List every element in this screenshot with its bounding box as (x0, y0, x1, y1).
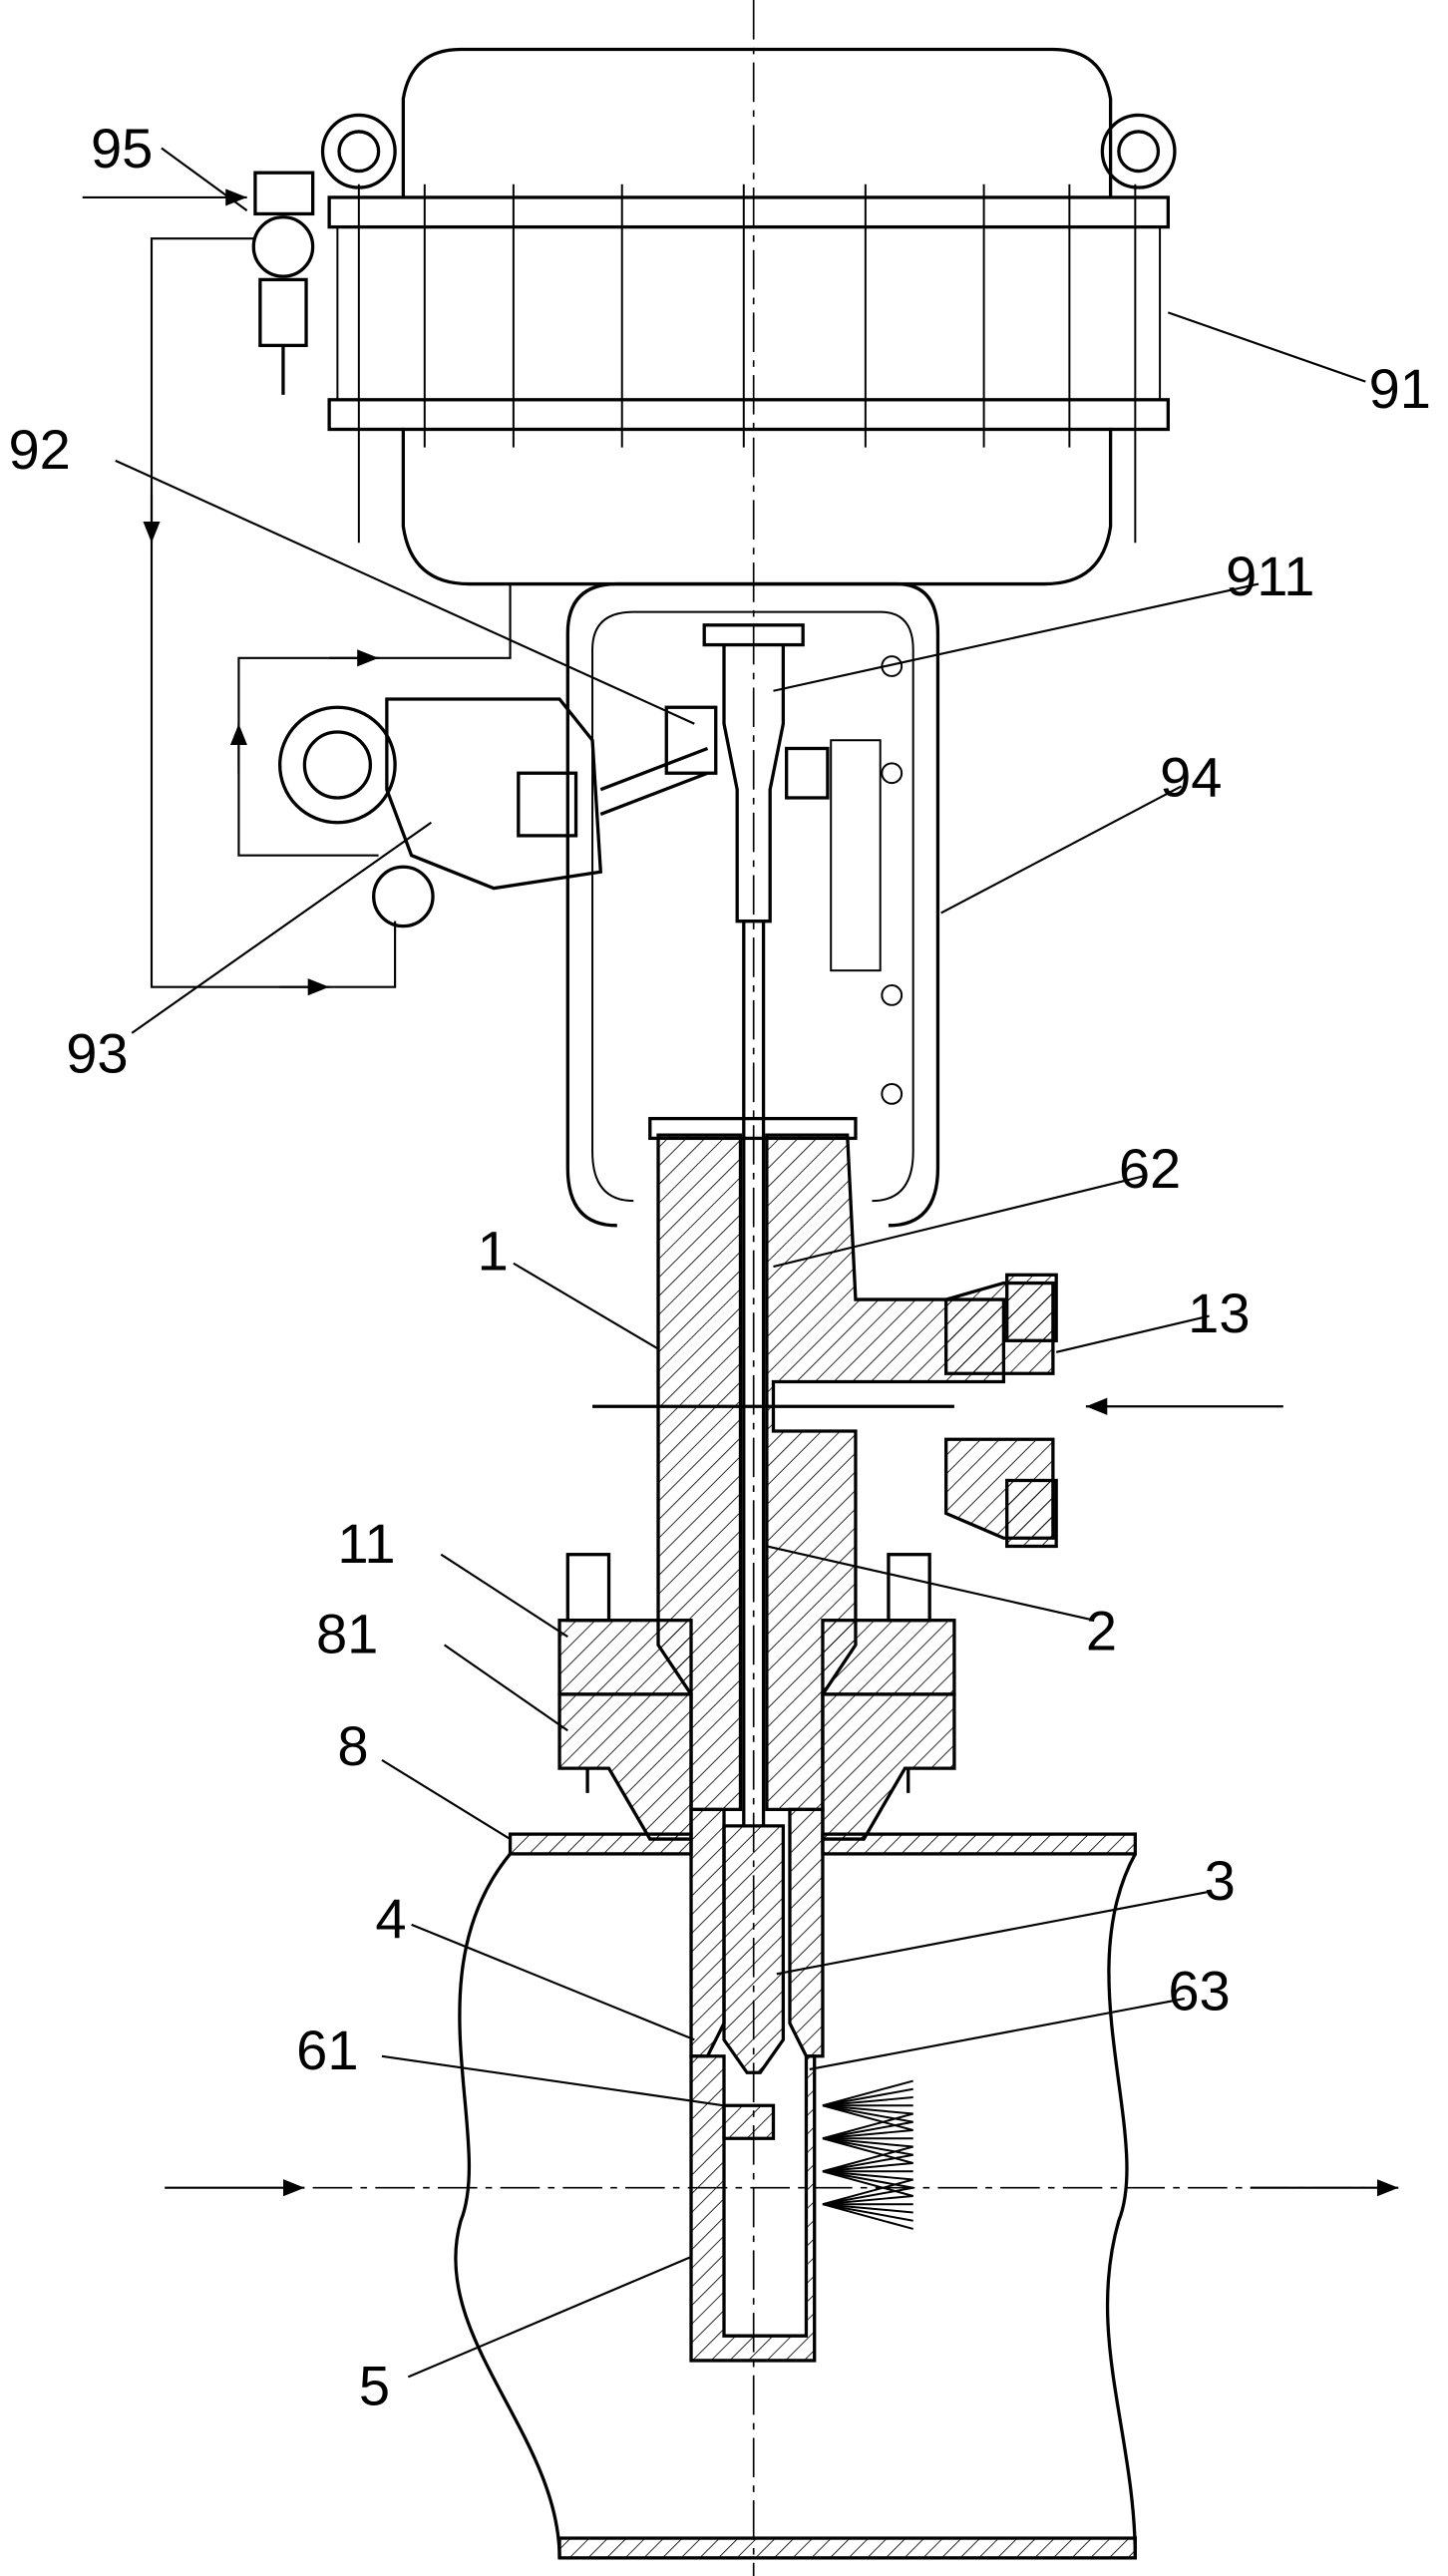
label-1: 1 (478, 1219, 509, 1282)
label-3: 3 (1205, 1849, 1236, 1912)
spray-jet (822, 2145, 913, 2173)
spray-jet (822, 2203, 913, 2222)
actuator-91 (320, 47, 1177, 586)
spray-jet (822, 2087, 913, 2107)
label-13: 13 (1188, 1282, 1250, 1344)
label-63: 63 (1168, 1960, 1230, 2023)
spray-jet (822, 2096, 913, 2107)
spray-jet (822, 2120, 913, 2140)
label-61: 61 (296, 2019, 358, 2081)
filter-regulator-95 (82, 171, 397, 996)
label-8: 8 (337, 1714, 368, 1777)
spray-jet (822, 2203, 913, 2214)
spray-jet (822, 2170, 913, 2181)
inlet-flange-13 (944, 1273, 1058, 1549)
label-4: 4 (375, 1887, 406, 1950)
label-11: 11 (337, 1512, 395, 1575)
spray-jet (822, 2104, 913, 2123)
label-92: 92 (9, 418, 71, 481)
spray-jet (822, 2178, 913, 2206)
spray-jet (822, 2137, 913, 2164)
pipe-8 (165, 1832, 1399, 2560)
spray-jet (822, 2162, 913, 2173)
flanges-11-81 (557, 1553, 956, 1841)
label-81: 81 (316, 1603, 378, 1665)
spray-jet (822, 2137, 913, 2148)
spray-jet (822, 2129, 913, 2140)
stem-connector-92 (664, 623, 830, 1826)
spray-jet (822, 2079, 913, 2107)
spray-nozzle-5 (689, 1807, 913, 2363)
spray-jet (822, 2170, 913, 2189)
label-94: 94 (1160, 745, 1222, 808)
label-911: 911 (1226, 545, 1314, 607)
spray-jet (822, 2104, 913, 2115)
label-62: 62 (1119, 1137, 1181, 1200)
spray-jet (822, 2104, 913, 2131)
spray-jet (822, 2186, 913, 2206)
spray-jet (822, 2194, 913, 2206)
label-5: 5 (359, 2354, 390, 2416)
label-2: 2 (1086, 1599, 1117, 1661)
spray-jet (822, 2112, 913, 2140)
leader-lines (115, 147, 1366, 2379)
label-93: 93 (66, 1021, 128, 1084)
spray-jet (822, 2137, 913, 2156)
spray-jet (822, 2203, 913, 2230)
positioner-93 (229, 583, 709, 928)
label-95: 95 (91, 117, 153, 180)
spray-jet (822, 2170, 913, 2197)
spray-jet (822, 2153, 913, 2173)
label-91: 91 (1369, 357, 1431, 420)
